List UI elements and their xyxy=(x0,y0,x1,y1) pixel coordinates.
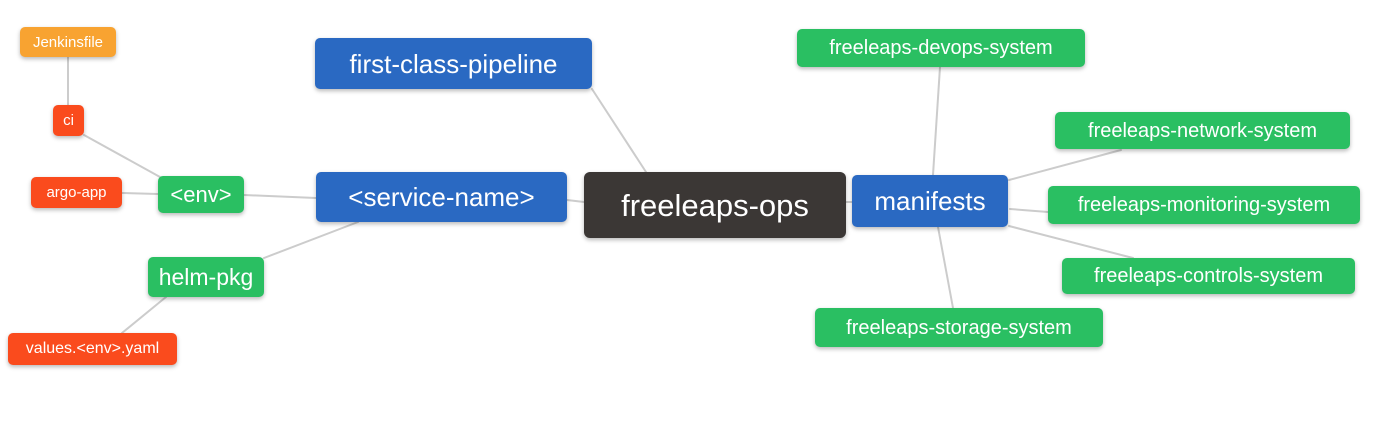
edge-ci-env xyxy=(83,134,161,178)
node-freeleaps-monitoring-system[interactable]: freeleaps-monitoring-system xyxy=(1048,186,1360,224)
edge-pipeline-ops xyxy=(591,88,647,173)
node-freeleaps-storage-system[interactable]: freeleaps-storage-system xyxy=(815,308,1103,347)
edge-helm-pkg-values xyxy=(121,296,167,334)
edge-devops-manifests xyxy=(932,66,941,176)
node-first-class-pipeline[interactable]: first-class-pipeline xyxy=(315,38,592,89)
node-freeleaps-devops-system[interactable]: freeleaps-devops-system xyxy=(797,29,1085,67)
node-jenkinsfile[interactable]: Jenkinsfile xyxy=(20,27,116,57)
edge-manifests-monitoring xyxy=(1009,208,1049,213)
node-argo-app[interactable]: argo-app xyxy=(31,177,122,208)
edge-helm-pkg-service xyxy=(263,221,359,259)
edge-manifests-controls xyxy=(1008,225,1134,259)
node-freeleaps-controls-system[interactable]: freeleaps-controls-system xyxy=(1062,258,1355,294)
edge-env-service-name xyxy=(243,194,317,199)
edge-manifests-network xyxy=(1008,149,1122,181)
node-ci[interactable]: ci xyxy=(53,105,84,136)
node-freeleaps-network-system[interactable]: freeleaps-network-system xyxy=(1055,112,1350,149)
node-env[interactable]: <env> xyxy=(158,176,244,213)
edge-manifests-storage xyxy=(937,226,954,309)
node-values-env-yaml[interactable]: values.<env>.yaml xyxy=(8,333,177,365)
node-freeleaps-ops[interactable]: freeleaps-ops xyxy=(584,172,846,238)
node-helm-pkg[interactable]: helm-pkg xyxy=(148,257,264,297)
node-manifests[interactable]: manifests xyxy=(852,175,1008,227)
node-service-name[interactable]: <service-name> xyxy=(316,172,567,222)
edge-service-ops xyxy=(566,199,585,203)
edge-argo-app-env xyxy=(121,192,159,195)
